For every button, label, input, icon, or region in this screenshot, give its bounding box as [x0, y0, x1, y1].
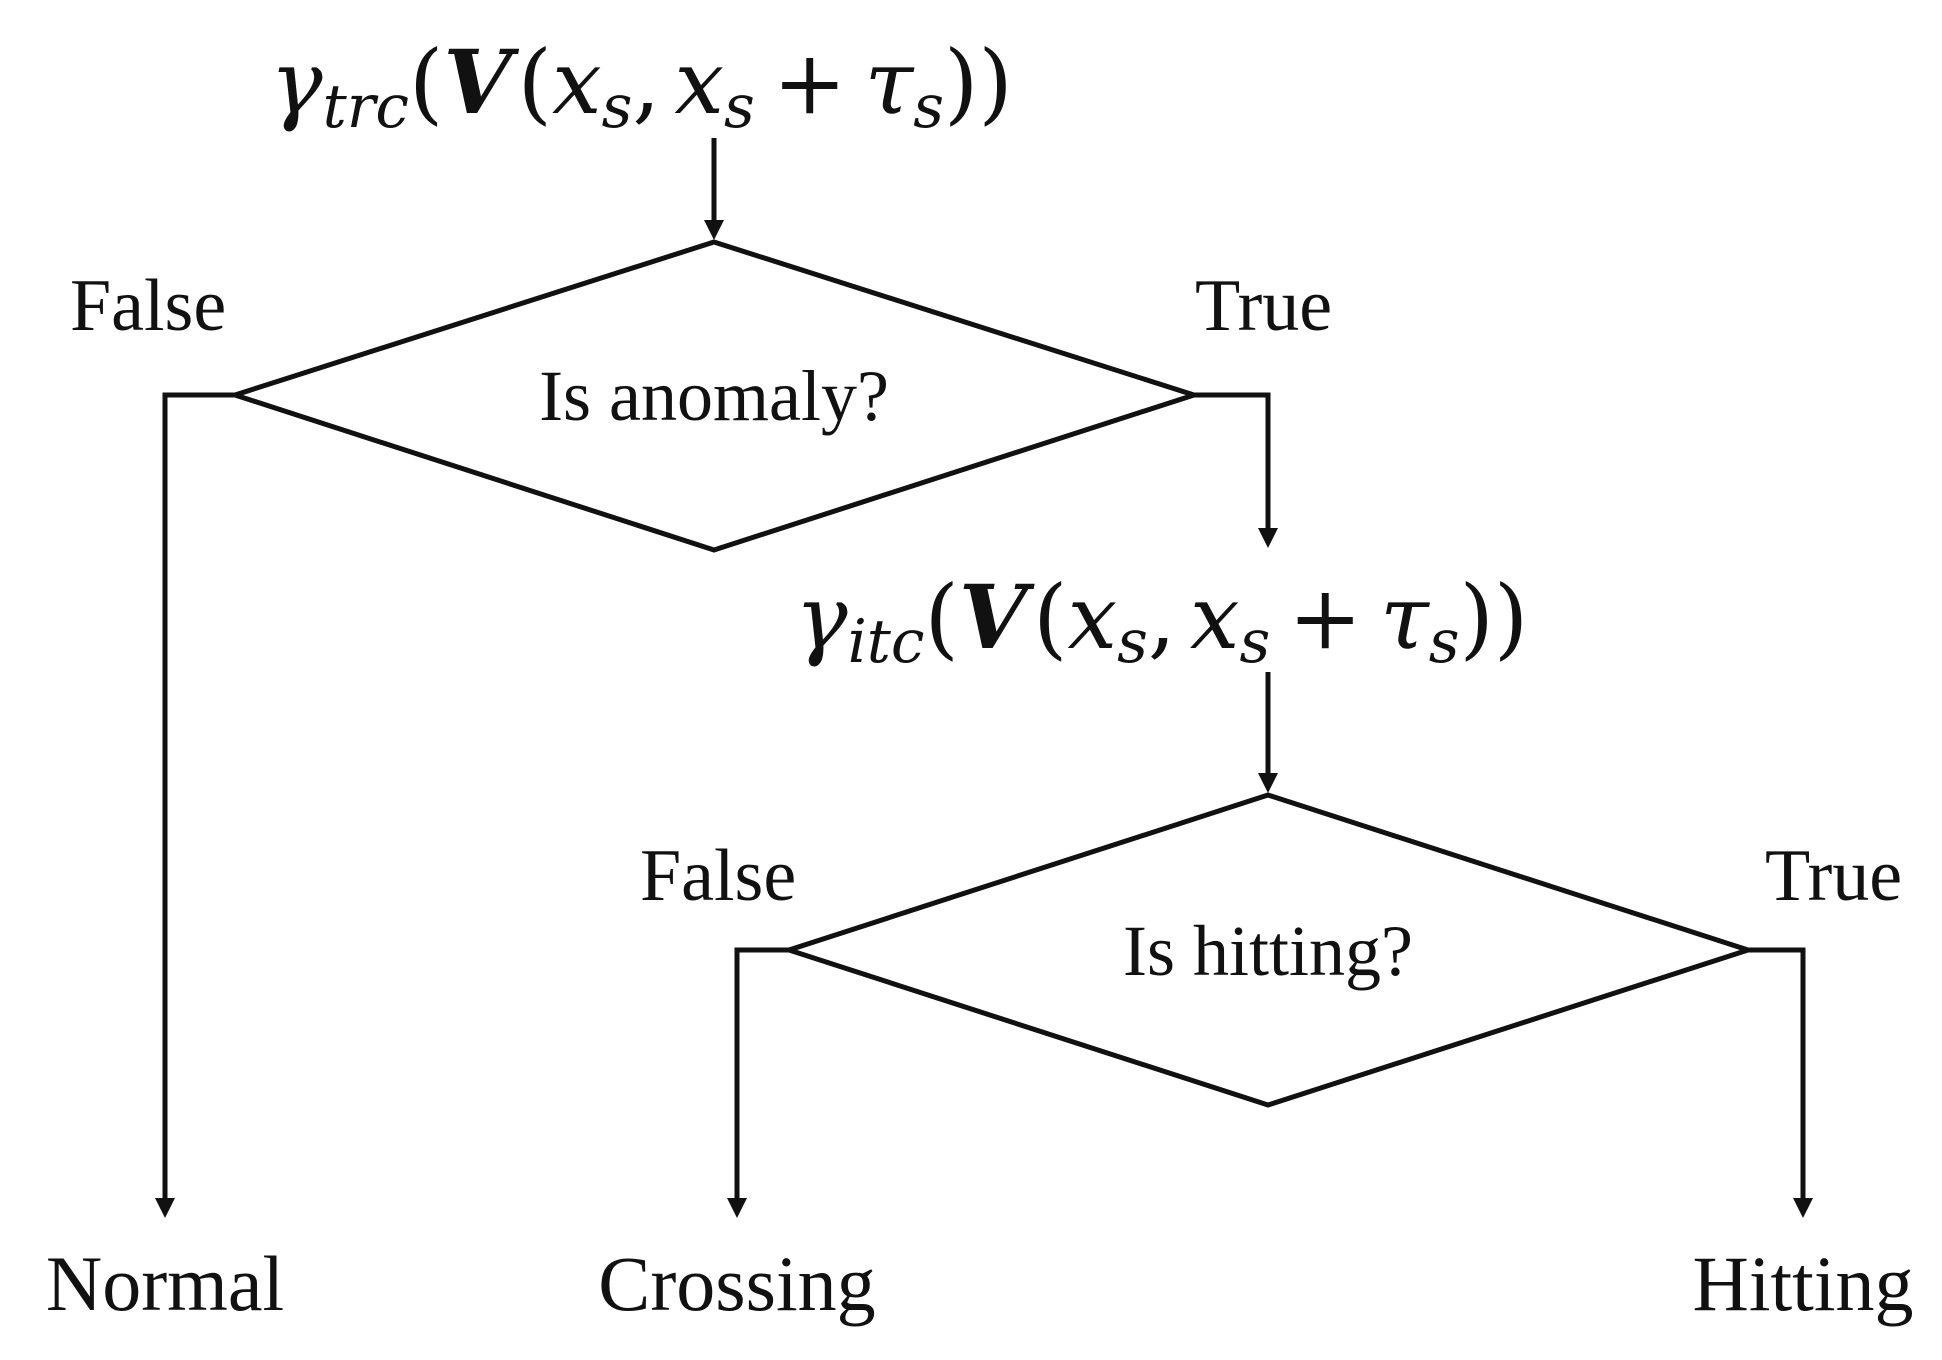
decision-anomaly-true-label: True — [1195, 265, 1332, 347]
formula-top-open-paren: ( — [409, 31, 443, 134]
formula-middle-tau-sub: s — [1429, 607, 1460, 677]
formula-top-comma: , — [632, 31, 660, 134]
formula-top-var1-sub: s — [602, 72, 633, 142]
formula-top-subscript: trc — [323, 72, 409, 142]
decision-hitting-diamond — [780, 792, 1757, 1108]
formula-middle-inner-open: ( — [1033, 566, 1067, 669]
arrowhead-crossing — [727, 1198, 747, 1218]
arrowhead-hitting-top — [1258, 773, 1278, 793]
formula-top-gamma: γ — [270, 31, 323, 134]
decision-anomaly-false-label: False — [70, 265, 226, 347]
arrowhead-formula-middle — [1258, 528, 1278, 548]
decision-anomaly-diamond — [226, 239, 1203, 553]
formula-top-var2-sub: s — [724, 72, 755, 142]
formula-middle-close: )) — [1460, 566, 1529, 669]
formula-top-tau: τ — [865, 31, 915, 134]
formula-middle-tau: τ — [1380, 566, 1430, 669]
formula-middle-var2: x — [1190, 566, 1240, 669]
formula-middle-subscript: itc — [848, 607, 925, 677]
formula-top-inner-open: ( — [518, 31, 552, 134]
formula-top-var1: x — [552, 31, 602, 134]
formula-middle-plus: + — [1288, 566, 1362, 669]
arrowhead-hitting-outcome — [1793, 1198, 1813, 1218]
formula-top-plus: + — [773, 31, 847, 134]
decision-hitting-question: Is hitting? — [1123, 911, 1413, 991]
formula-middle-var2-sub: s — [1240, 607, 1271, 677]
formula-top-tau-sub: s — [913, 72, 944, 142]
formula-top: γtrc(V(xs,xs+τs)) — [270, 30, 1013, 142]
formula-middle-comma: , — [1148, 566, 1176, 669]
formula-top-operator: V — [443, 30, 519, 134]
formula-middle-var1-sub: s — [1117, 607, 1148, 677]
outcome-normal: Normal — [46, 1240, 284, 1327]
formula-middle-open-paren: ( — [925, 566, 959, 669]
arrow-hitting-true-to-hitting — [1748, 947, 1806, 1200]
arrowhead-normal — [155, 1198, 175, 1218]
formula-middle-var1: x — [1067, 566, 1117, 669]
decision-hitting-true-label: True — [1765, 835, 1902, 917]
arrow-anomaly-true-to-formula — [1194, 392, 1271, 530]
formula-middle-operator: V — [959, 565, 1035, 669]
decision-hitting-false-label: False — [640, 835, 796, 917]
arrow-hitting-false-to-crossing — [734, 947, 789, 1200]
decision-anomaly-question: Is anomaly? — [539, 356, 889, 436]
arrowhead-anomaly-top — [704, 220, 724, 240]
arrow-anomaly-false-to-normal — [162, 392, 235, 1200]
outcome-crossing: Crossing — [598, 1240, 875, 1327]
formula-middle: γitc(V(xs,xs+τs)) — [795, 565, 1528, 677]
formula-middle-gamma: γ — [795, 566, 848, 669]
formula-top-var2: x — [674, 31, 724, 134]
outcome-hitting: Hitting — [1692, 1240, 1913, 1327]
formula-top-close: )) — [944, 31, 1013, 134]
